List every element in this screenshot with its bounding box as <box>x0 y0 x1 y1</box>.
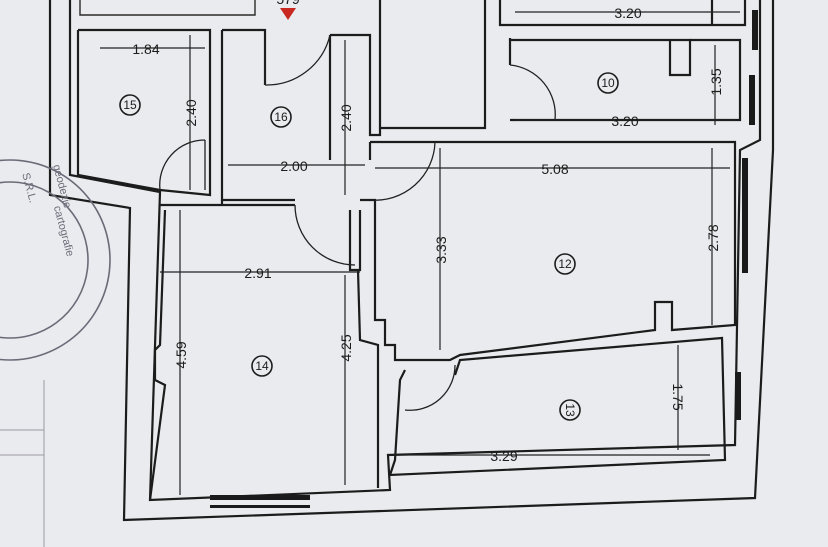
room-15-walls <box>76 0 256 197</box>
room-15-number: 15 <box>123 98 137 112</box>
dim-r10-height: 1.35 <box>708 68 724 95</box>
windows <box>210 10 758 508</box>
dimension-labels: 3.20 1.84 2.40 2.40 2.00 1.35 3.20 5.08 … <box>132 5 724 464</box>
room-10-walls <box>380 0 747 130</box>
dim-r14-height-left: 4.59 <box>173 341 189 368</box>
room-15-label: 15 <box>119 94 141 116</box>
room-10-label: 10 <box>597 72 619 94</box>
sheet-lines <box>0 380 45 547</box>
stamp-line-3: S.R.L. <box>19 172 39 205</box>
dim-r13-height: 1.75 <box>670 383 686 410</box>
room-12-walls <box>360 140 737 362</box>
room-16-label: 16 <box>270 106 292 128</box>
dim-r14-width: 2.91 <box>244 265 271 281</box>
room-16-number: 16 <box>274 110 288 124</box>
dim-top-width: 3.20 <box>614 5 641 21</box>
room-13-number: 13 <box>563 403 577 417</box>
top-label: 579 <box>276 0 300 7</box>
room-16-walls <box>220 0 382 205</box>
surveyor-stamp: geodezie cartografie S.R.L. <box>0 159 111 361</box>
room-13-walls <box>388 336 727 477</box>
outer-walls <box>48 0 775 522</box>
dim-r14-height-right: 4.25 <box>338 334 354 361</box>
dim-r13-width: 3.29 <box>490 448 517 464</box>
dim-r12-height-left: 3.33 <box>433 236 449 263</box>
room-14-label: 14 <box>251 355 273 377</box>
entrance-triangle-icon <box>280 8 296 20</box>
dim-r12-width: 5.08 <box>541 161 568 177</box>
room-13-label: 13 <box>559 399 581 421</box>
dim-r10-width: 3.20 <box>611 113 638 129</box>
dim-r12-height-right: 2.78 <box>705 224 721 251</box>
room-14-walls <box>148 203 380 501</box>
room-10-number: 10 <box>601 76 615 90</box>
dimension-lines <box>100 11 740 495</box>
room-14-number: 14 <box>255 359 269 373</box>
dim-corridor-width: 2.00 <box>280 158 307 174</box>
dim-r15-width: 1.84 <box>132 41 159 57</box>
room-labels: 15 16 10 12 14 13 <box>119 72 619 421</box>
room-12-label: 12 <box>554 253 576 275</box>
room-12-number: 12 <box>558 257 572 271</box>
entrance-marker: 579 <box>276 0 300 20</box>
dim-r16-height: 2.40 <box>338 104 354 131</box>
doors <box>159 34 556 411</box>
dim-r15-height: 2.40 <box>183 99 199 126</box>
